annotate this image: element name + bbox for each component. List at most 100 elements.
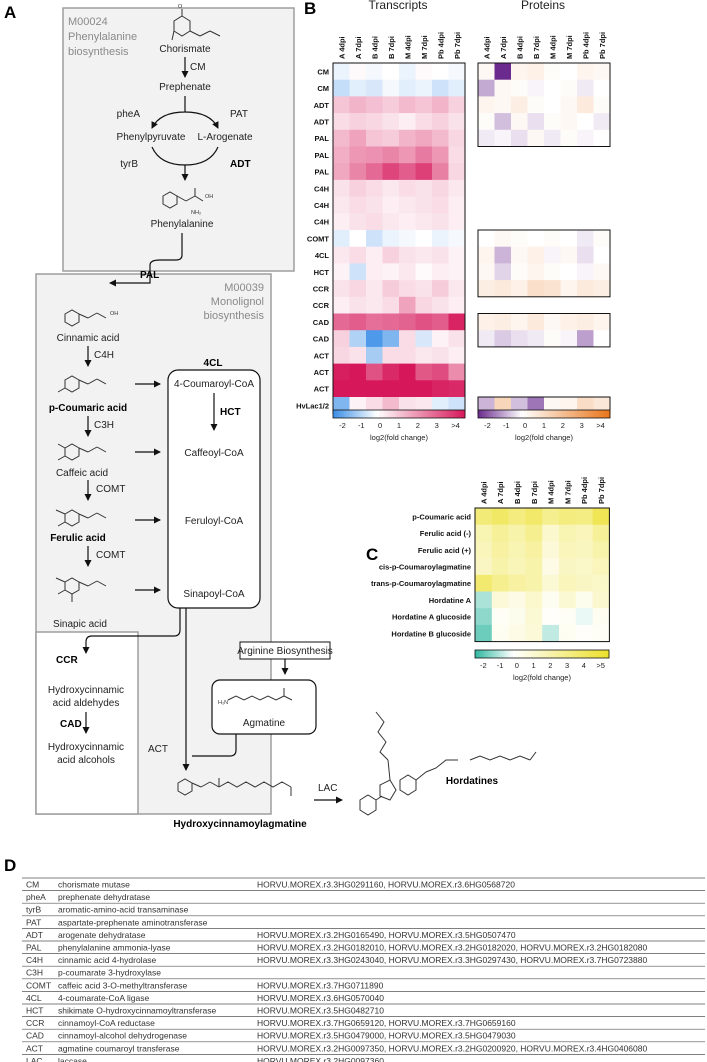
heatmap-cell: [333, 280, 350, 298]
heatmap-cell: [448, 230, 466, 247]
colorbar-segment: [542, 650, 545, 658]
heatmap-cell: [399, 313, 416, 331]
colorbar-segment: [526, 650, 529, 658]
heatmap-cell: [415, 363, 433, 381]
colorbar-tick: 0: [378, 421, 382, 430]
colorbar-segment: [557, 410, 560, 418]
heatmap-cell: [349, 163, 367, 181]
heatmap-cell: [448, 313, 466, 331]
colorbar-segment: [392, 410, 395, 418]
heatmap-cell: [494, 129, 512, 147]
heatmap-cell: [399, 280, 416, 298]
heatmap-cell: [491, 608, 509, 626]
heatmap-cell: [432, 129, 449, 147]
heatmap-cell: [366, 163, 383, 181]
heatmap-cell: [448, 280, 466, 298]
heatmap-cell: [511, 113, 528, 131]
table-enzyme-name: laccase: [58, 1056, 87, 1062]
heatmap-cell: [432, 296, 449, 314]
heatmap-cell: [366, 213, 383, 231]
phenylalanine-atom-nh2: NH₂: [191, 210, 201, 216]
colorbar-segment: [480, 410, 483, 418]
row-label: Ferulic acid (+): [418, 546, 472, 555]
heatmap-cell: [559, 541, 577, 559]
colorbar-segment: [412, 410, 415, 418]
heatmap-cell: [349, 129, 367, 147]
heatmap-cell: [560, 113, 578, 131]
heatmap-cell: [333, 313, 350, 331]
colorbar-segment: [590, 410, 593, 418]
column-label: Pb 4dpi: [436, 32, 445, 59]
heatmap-cell: [511, 96, 528, 114]
colorbar-segment: [414, 410, 417, 418]
colorbar-segment: [577, 410, 580, 418]
table-abbr: LAC: [26, 1056, 43, 1062]
heatmap-cell: [494, 330, 512, 348]
heatmap-cell: [478, 230, 495, 247]
heatmap-cell: [349, 346, 367, 364]
agmatine-box: [211, 679, 317, 735]
colorbar-segment: [593, 650, 596, 658]
heatmap-cell: [333, 113, 350, 131]
heatmap-cell: [333, 346, 350, 364]
heatmap-cell: [333, 63, 350, 80]
heatmap-cell: [559, 624, 577, 642]
heatmap-cell: [508, 524, 526, 542]
heatmap-cell: [478, 96, 495, 114]
heatmap-cell: [399, 146, 416, 164]
colorbar-segment: [539, 410, 543, 418]
colorbar-segment: [488, 650, 492, 658]
colorbar-segment: [568, 410, 571, 418]
colorbar-tick: -2: [484, 421, 491, 430]
colorbar-segment: [539, 650, 543, 658]
colorbar-segment: [484, 410, 488, 418]
table-abbr: PAT: [26, 917, 41, 927]
colorbar-segment: [352, 410, 356, 418]
heatmap-cell: [511, 280, 528, 298]
enzyme-4cl: 4CL: [204, 358, 223, 369]
compound-ferulic: Ferulic acid: [50, 533, 106, 544]
heatmap-cell: [382, 113, 400, 131]
colorbar-segment: [377, 410, 380, 418]
heatmap-cell: [542, 624, 560, 642]
heatmap-cell: [527, 79, 545, 97]
colorbar-segment: [363, 410, 367, 418]
colorbar-segment: [581, 410, 584, 418]
compound-sinapoylcoa: Sinapoyl-CoA: [183, 589, 244, 600]
heatmap-cell: [432, 313, 449, 331]
colorbar-segment: [594, 410, 598, 418]
heatmap-block-border: [477, 313, 611, 348]
heatmap-cell: [448, 380, 466, 398]
row-label: ADT: [314, 101, 330, 110]
heatmap-cell: [432, 146, 449, 164]
heatmap-cell: [366, 179, 383, 197]
heatmap-cell: [415, 213, 433, 231]
heatmap-cell: [333, 296, 350, 314]
heatmap-cell: [382, 179, 400, 197]
colorbar-segment: [603, 410, 606, 418]
compound-agmatine: Agmatine: [243, 718, 286, 729]
heatmap-cell: [525, 624, 543, 642]
phenylalanine-structure: [162, 188, 204, 209]
colorbar-segment: [504, 650, 507, 658]
heatmap-cell: [577, 246, 594, 264]
heatmap-cell: [448, 330, 466, 348]
compound-sinapic: Sinapic acid: [53, 619, 107, 630]
colorbar-segment: [553, 650, 556, 658]
heatmap-cell: [448, 263, 466, 281]
heatmap-cell: [575, 591, 593, 609]
heatmap-cell: [432, 179, 449, 197]
heatmap-cell: [560, 79, 578, 97]
heatmap-cell: [349, 313, 367, 331]
heatmap-cell: [399, 179, 416, 197]
table-enzyme-name: arogenate dehydratase: [58, 930, 146, 940]
table-abbr: ADT: [26, 930, 43, 940]
heatmap-cell: [527, 230, 545, 247]
colorbar-segment: [564, 650, 567, 658]
colorbar-tick: 1: [397, 421, 401, 430]
heatmap-cell: [415, 346, 433, 364]
colorbar-segment: [588, 650, 592, 658]
colorbar-segment: [550, 650, 554, 658]
colorbar-segment: [579, 410, 582, 418]
